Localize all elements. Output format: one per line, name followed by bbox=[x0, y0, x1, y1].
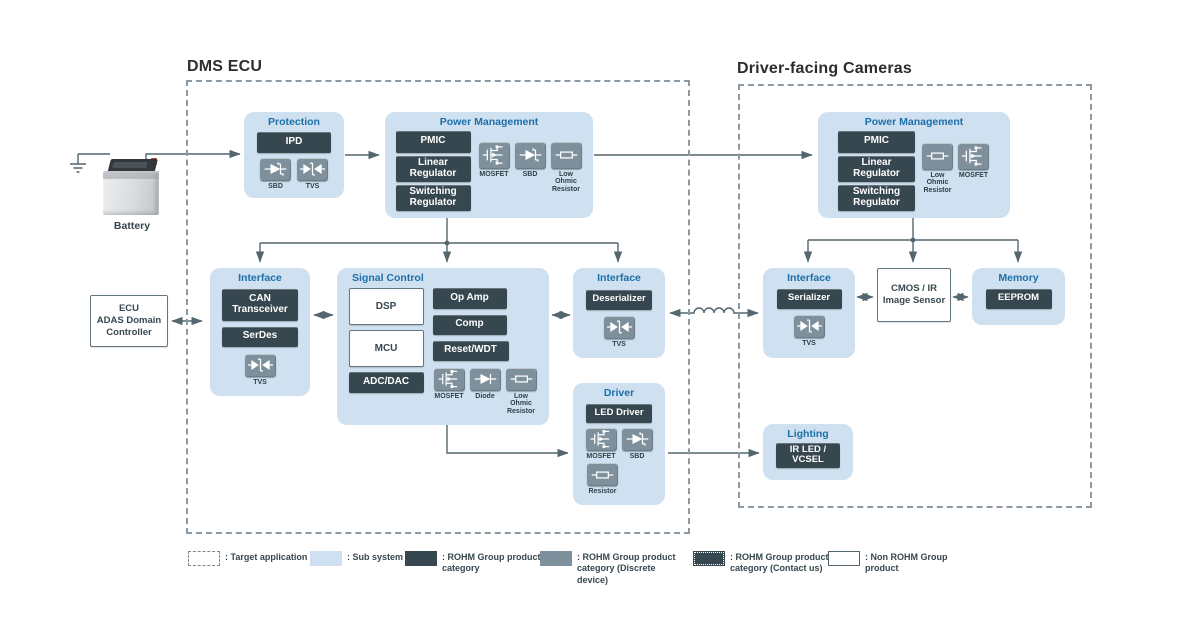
led-driver-chip[interactable]: LED Driver bbox=[586, 403, 652, 423]
signal-control-block: Signal Control DSP MCU ADC/DAC Op Amp Co… bbox=[337, 268, 549, 425]
eeprom-chip[interactable]: EEPROM bbox=[985, 288, 1052, 309]
low-ohmic-resistor-icon[interactable]: Low Ohmic Resistor bbox=[505, 367, 538, 416]
cmos-ir-image-sensor-box: CMOS / IR Image Sensor bbox=[877, 268, 951, 322]
ipd-chip[interactable]: IPD bbox=[257, 131, 331, 153]
power-management-title: Power Management bbox=[439, 116, 539, 128]
ir-led-vcsel-chip[interactable]: IR LED / VCSEL bbox=[776, 442, 840, 468]
driver-block: Driver LED Driver MOSFET SBD Resistor bbox=[573, 383, 665, 505]
op-amp-chip[interactable]: Op Amp bbox=[432, 287, 507, 309]
switching-regulator-chip[interactable]: Switching Regulator bbox=[838, 184, 915, 211]
legend-sub-system: : Sub system bbox=[310, 551, 403, 566]
legend-rohm-discrete: : ROHM Group product category (Discrete … bbox=[540, 551, 689, 586]
legend-contact-swatch bbox=[693, 551, 725, 566]
signal-control-title: Signal Control bbox=[352, 272, 424, 284]
memory-block: Memory EEPROM bbox=[972, 268, 1065, 325]
battery-image bbox=[103, 158, 161, 218]
linear-regulator-chip[interactable]: Linear Regulator bbox=[395, 155, 471, 182]
serdes-chip[interactable]: SerDes bbox=[222, 326, 298, 347]
sbd-icon[interactable]: SBD bbox=[259, 157, 292, 191]
lighting-block: Lighting IR LED / VCSEL bbox=[763, 424, 853, 480]
comp-chip[interactable]: Comp bbox=[432, 314, 507, 335]
interface-title: Interface bbox=[238, 272, 282, 284]
diode-icon[interactable]: Diode bbox=[469, 367, 502, 416]
legend-rohm-contact: : ROHM Group product category (Contact u… bbox=[693, 551, 832, 575]
driver-title: Driver bbox=[603, 387, 635, 399]
wire-signal-driver bbox=[446, 425, 569, 458]
tvs-icon[interactable]: TVS bbox=[603, 315, 636, 349]
sbd-icon[interactable]: SBD bbox=[621, 427, 654, 461]
wire-pm-split bbox=[260, 218, 618, 244]
interface-title: Interface bbox=[787, 272, 831, 284]
power-management-title: Power Management bbox=[864, 116, 964, 128]
dms-ecu-title: DMS ECU bbox=[187, 58, 263, 75]
wire-coil-link bbox=[669, 307, 759, 318]
low-ohmic-resistor-icon[interactable]: Low Ohmic Resistor bbox=[550, 141, 583, 194]
legend-target-application: : Target application bbox=[188, 551, 307, 566]
pmic-chip[interactable]: PMIC bbox=[838, 130, 915, 153]
ecu-adas-box: ECU ADAS Domain Controller bbox=[90, 295, 168, 347]
legend-white-swatch bbox=[828, 551, 860, 566]
power-management-block-cameras: Power Management PMIC Linear Regulator S… bbox=[818, 112, 1010, 218]
adc-dac-chip[interactable]: ADC/DAC bbox=[348, 371, 424, 393]
deserializer-chip[interactable]: Deserializer bbox=[586, 289, 652, 310]
cameras-boundary bbox=[738, 84, 1092, 508]
legend-gray-swatch bbox=[540, 551, 572, 566]
linear-regulator-chip[interactable]: Linear Regulator bbox=[838, 155, 915, 182]
power-management-block-dms: Power Management PMIC Linear Regulator S… bbox=[385, 112, 593, 218]
reset-wdt-chip[interactable]: Reset/WDT bbox=[432, 340, 509, 361]
interface-title: Interface bbox=[597, 272, 641, 284]
memory-title: Memory bbox=[998, 272, 1039, 284]
interface-block-left: Interface CAN Transceiver SerDes TVS bbox=[210, 268, 310, 396]
pmic-chip[interactable]: PMIC bbox=[395, 130, 471, 153]
cameras-title: Driver-facing Cameras bbox=[737, 60, 912, 77]
protection-title: Protection bbox=[268, 116, 320, 128]
dsp-box: DSP bbox=[348, 287, 424, 325]
mosfet-icon[interactable]: MOSFET bbox=[433, 367, 466, 416]
battery-label: Battery bbox=[113, 220, 151, 232]
wire-battery-protection bbox=[145, 149, 241, 161]
can-transceiver-chip[interactable]: CAN Transceiver bbox=[222, 288, 298, 321]
sbd-icon[interactable]: SBD bbox=[514, 141, 547, 194]
ground-symbol-icon bbox=[70, 154, 86, 173]
interface-block-deserializer: Interface Deserializer TVS bbox=[573, 268, 665, 358]
protection-block: Protection IPD SBD TVS bbox=[244, 112, 344, 198]
mcu-box: MCU bbox=[348, 329, 424, 367]
legend-subsystem-swatch bbox=[310, 551, 342, 566]
resistor-icon[interactable]: Resistor bbox=[586, 463, 619, 496]
legend-non-rohm: : Non ROHM Group product bbox=[828, 551, 950, 575]
low-ohmic-resistor-icon[interactable]: Low Ohmic Resistor bbox=[921, 142, 954, 195]
lighting-title: Lighting bbox=[787, 428, 829, 440]
dms-ecu-boundary bbox=[186, 80, 690, 534]
switching-regulator-chip[interactable]: Switching Regulator bbox=[395, 184, 471, 211]
mosfet-icon[interactable]: MOSFET bbox=[585, 427, 618, 461]
legend-dark-swatch bbox=[405, 551, 437, 566]
legend-dashed-swatch bbox=[188, 551, 220, 566]
mosfet-icon[interactable]: MOSFET bbox=[957, 142, 990, 195]
tvs-icon[interactable]: TVS bbox=[244, 353, 277, 387]
tvs-icon[interactable]: TVS bbox=[296, 157, 329, 191]
mosfet-icon[interactable]: MOSFET bbox=[478, 141, 511, 194]
legend-rohm-product: : ROHM Group product category bbox=[405, 551, 542, 575]
interface-block-serializer: Interface Serializer TVS bbox=[763, 268, 855, 358]
tvs-icon[interactable]: TVS bbox=[793, 314, 826, 348]
serializer-chip[interactable]: Serializer bbox=[776, 288, 842, 309]
